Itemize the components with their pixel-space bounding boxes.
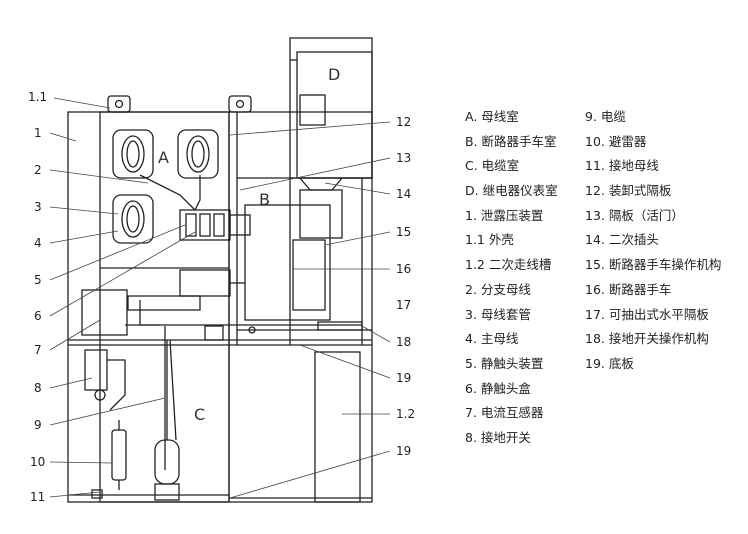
callout-9: 9 (34, 418, 42, 432)
callout-2: 2 (34, 163, 42, 177)
relay-instrument-compartment (289, 37, 373, 179)
legend-item: D. 继电器仪表室 (465, 183, 558, 199)
callout-8: 8 (34, 381, 42, 395)
legend-item: 18. 接地开关操作机构 (585, 331, 709, 347)
legend-item: C. 电缆室 (465, 158, 520, 174)
bushing-top-left (112, 129, 154, 179)
legend-item: 4. 主母线 (465, 331, 519, 347)
cable-termination (154, 439, 180, 485)
earthing-operating-mechanism (317, 321, 363, 331)
legend-item: 17. 可抽出式水平隔板 (585, 306, 709, 322)
callout-11: 11 (30, 490, 45, 504)
callout-16: 16 (396, 262, 411, 276)
legend-item: 7. 电流互感器 (465, 405, 544, 421)
legend-column-2: 9. 电缆 10. 避雷器 11. 接地母线 12. 装卸式隔板 13. 隔板（活门） 1… (585, 105, 721, 377)
secondary-wiring-trough (314, 351, 361, 503)
legend-item: 19. 底板 (585, 355, 634, 371)
legend-item: 15. 断路器手车操作机构 (585, 257, 722, 273)
callout-3: 3 (34, 200, 42, 214)
earthing-switch (84, 349, 108, 391)
legend-item: 6. 静触头盒 (465, 380, 531, 396)
callout-12: 12 (396, 115, 411, 129)
callout-19-lower: 19 (396, 444, 411, 458)
legend-item: 1.2 二次走线槽 (465, 257, 552, 273)
legend-item: A. 母线室 (465, 109, 519, 124)
zone-label-C: C (194, 405, 205, 424)
callout-18: 18 (396, 335, 411, 349)
callout-1-2: 1.2 (396, 407, 415, 421)
callout-17: 17 (396, 298, 411, 312)
legend-item: B. 断路器手车室 (465, 133, 557, 149)
legend-column-1: A. 母线室 B. 断路器手车室 C. 电缆室 D. 继电器仪表室 1. 泄露压装置 1.… (465, 105, 558, 451)
current-transformer (81, 289, 128, 336)
callout-15: 15 (396, 225, 411, 239)
callout-13: 13 (396, 151, 411, 165)
breaker-truck (244, 204, 331, 321)
legend-item: 16. 断路器手车 (585, 281, 672, 297)
legend-item: 10. 避雷器 (585, 133, 647, 149)
zone-label-D: D (328, 65, 340, 84)
legend-item: 8. 接地开关 (465, 429, 531, 445)
legend-item: 1. 泄露压装置 (465, 207, 544, 223)
callout-14: 14 (396, 187, 411, 201)
legend-item: 1.1 外壳 (465, 232, 514, 248)
legend-item: 5. 静触头装置 (465, 355, 544, 371)
legend-item: 11. 接地母线 (585, 158, 659, 174)
callout-6: 6 (34, 309, 42, 323)
lifting-lug-right (228, 95, 252, 113)
callout-7: 7 (34, 343, 42, 357)
bushing-top-right (177, 129, 219, 179)
legend-item: 9. 电缆 (585, 109, 626, 124)
surge-arrester (111, 429, 127, 481)
legend-item: 2. 分支母线 (465, 281, 531, 297)
callout-4: 4 (34, 236, 42, 250)
callout-1: 1 (34, 126, 42, 140)
legend-item: 3. 母线套管 (465, 306, 531, 322)
legend-item: 14. 二次插头 (585, 232, 659, 248)
lifting-lug-left (107, 95, 131, 113)
legend-item: 12. 装卸式隔板 (585, 183, 672, 199)
callout-5: 5 (34, 273, 42, 287)
bushing-bottom-left (112, 194, 154, 244)
callout-19-upper: 19 (396, 371, 411, 385)
legend-item: 13. 隔板（活门） (585, 207, 684, 223)
zone-label-A: A (158, 148, 169, 167)
zone-label-B: B (259, 190, 270, 209)
callout-10: 10 (30, 455, 45, 469)
callout-1-1-left: 1.1 (28, 90, 47, 104)
